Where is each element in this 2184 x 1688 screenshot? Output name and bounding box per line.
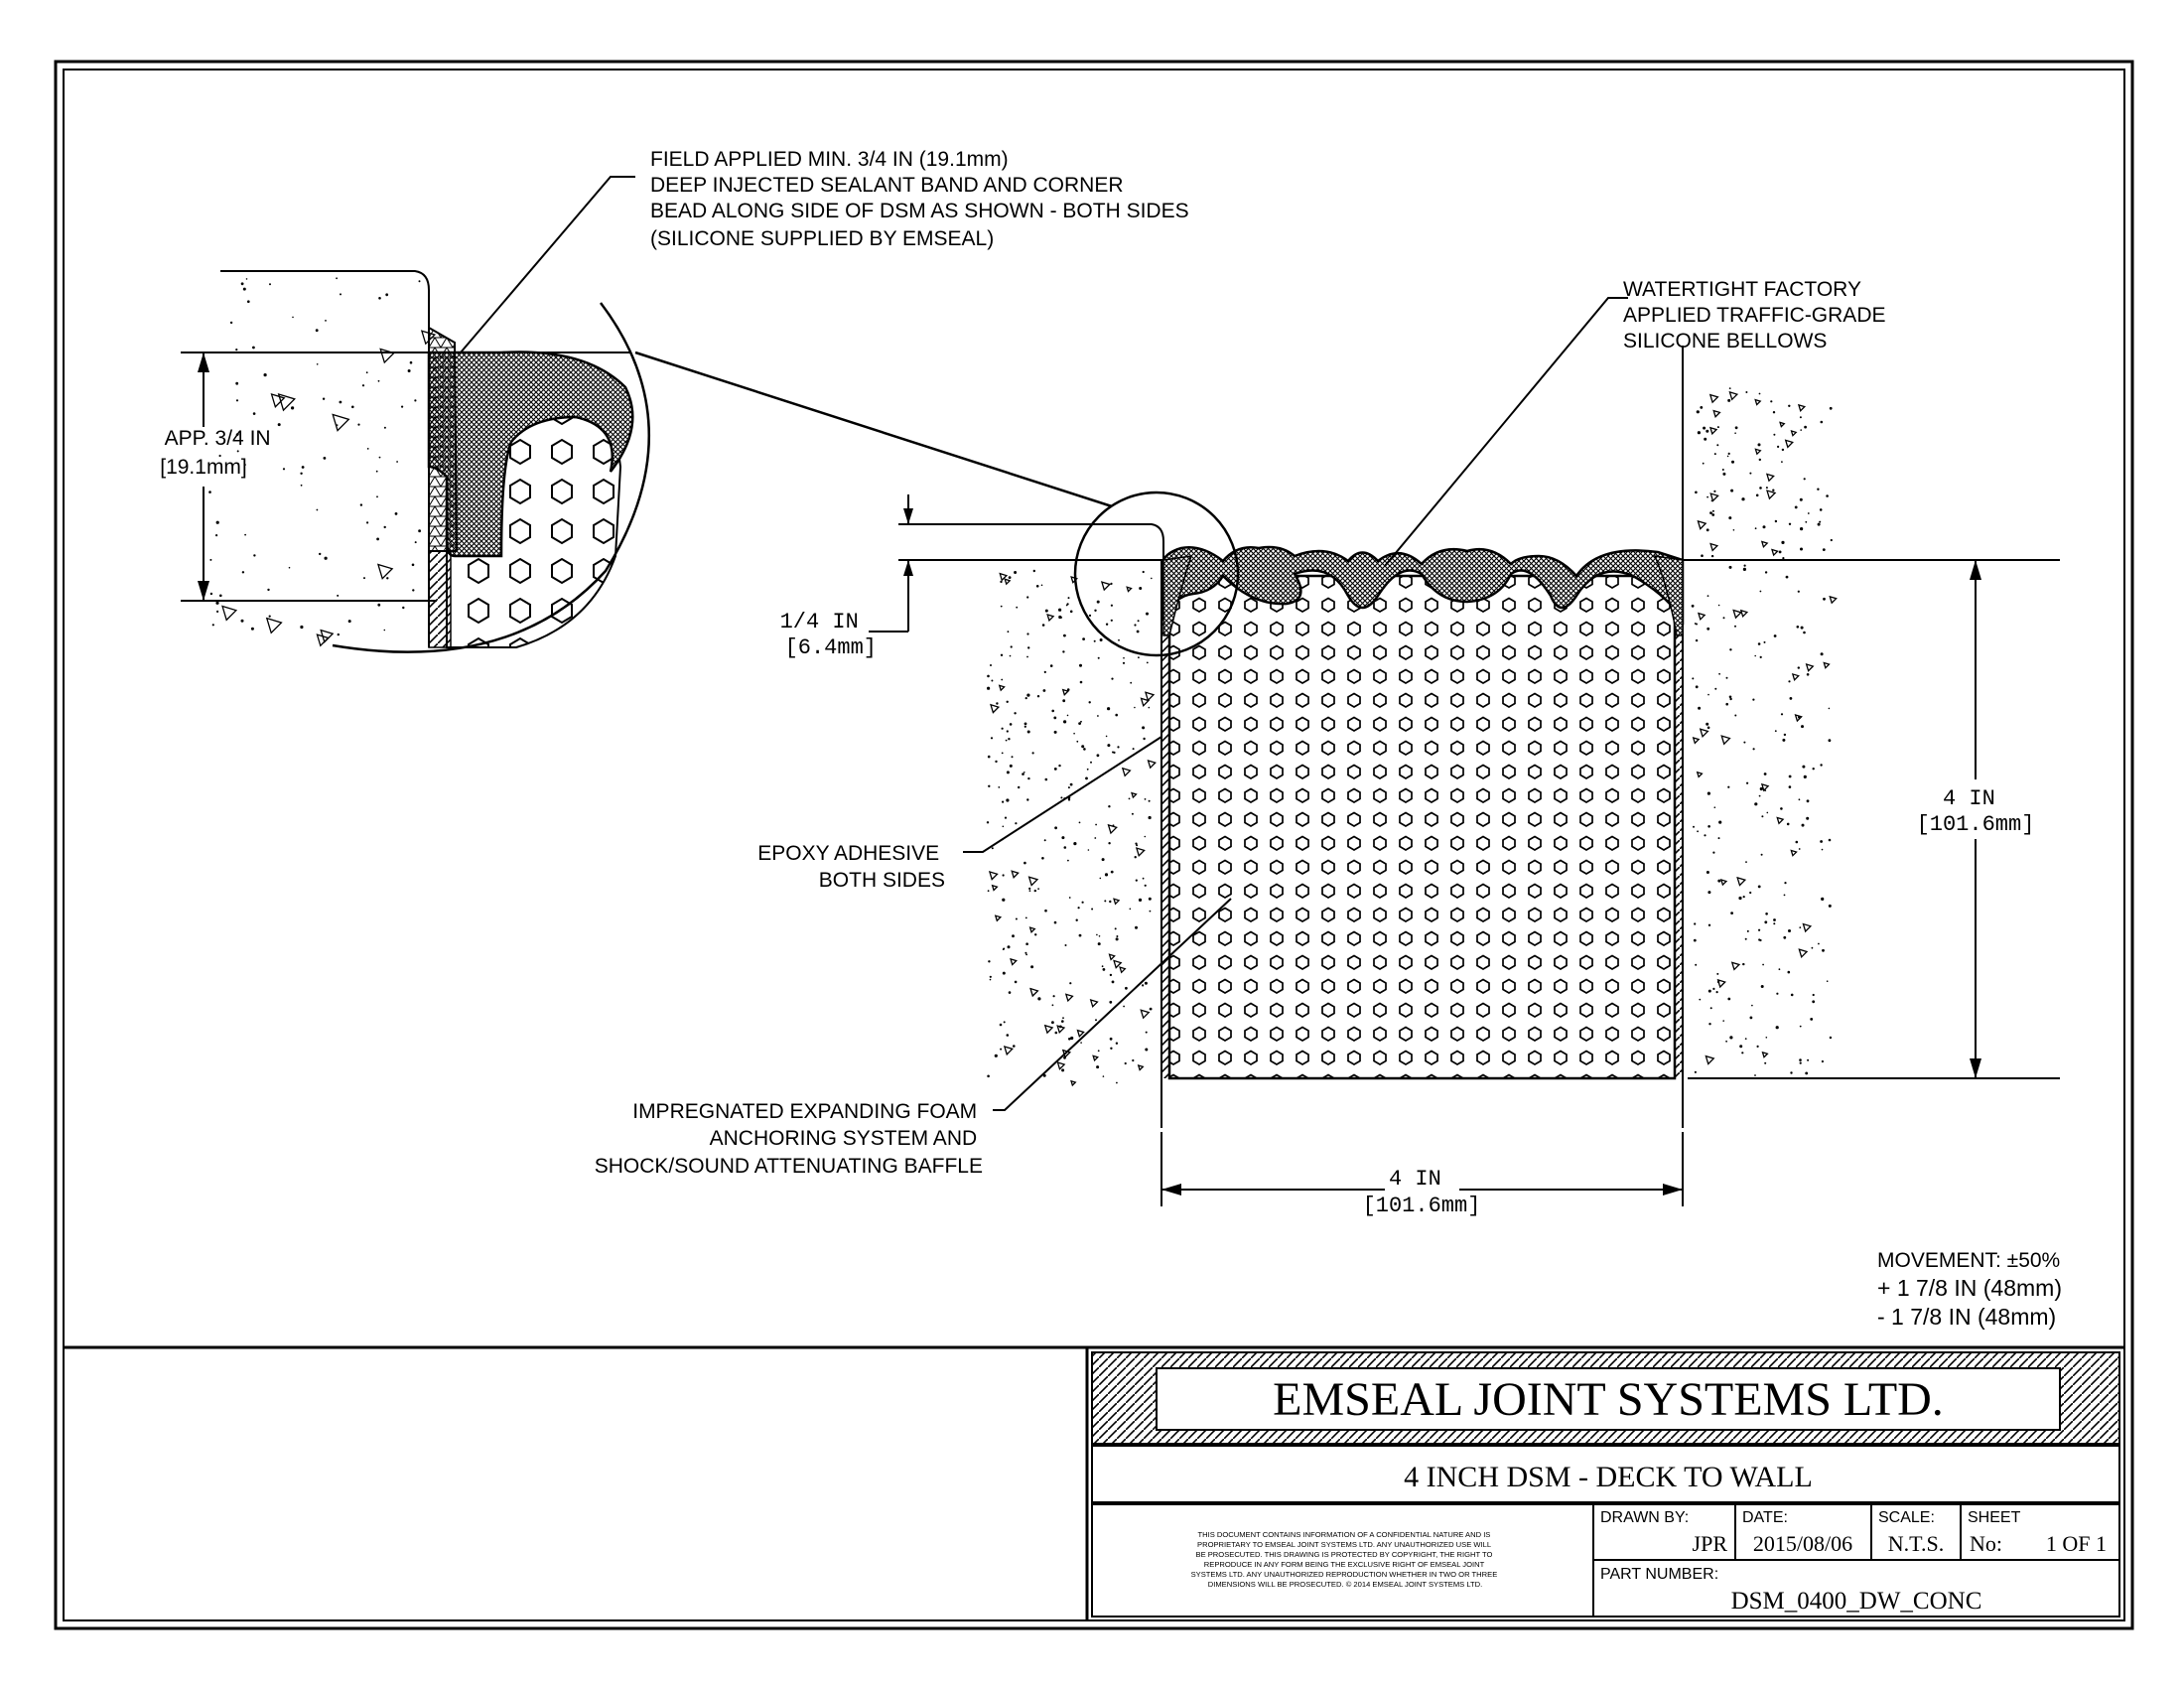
callout-epoxy: EPOXY ADHESIVE BOTH SIDES (757, 842, 945, 892)
enlarged-detail (181, 270, 650, 653)
movement-note: MOVEMENT: ±50% + 1 7/8 IN (48mm) - 1 7/8… (1877, 1249, 2068, 1330)
date-label: DATE: (1742, 1509, 1788, 1526)
part-number-value: DSM_0400_DW_CONC (1731, 1588, 1982, 1615)
company-name: EMSEAL JOINT SYSTEMS LTD. (1273, 1373, 1944, 1426)
dim-width: 4 IN [101.6mm] (1363, 1167, 1481, 1218)
drawn-by-value: JPR (1693, 1531, 1728, 1556)
foam-body (1167, 574, 1677, 1080)
sheet-border-inner (63, 69, 2125, 1621)
detail-circle (1073, 491, 1240, 657)
callout-sealant-band: FIELD APPLIED MIN. 3/4 IN (19.1mm) DEEP … (650, 148, 1194, 250)
silicone-bellows (1161, 545, 1685, 626)
scale-value: N.T.S. (1888, 1531, 1944, 1556)
sheet-label: SHEET (1968, 1509, 2021, 1526)
concrete-detail-stipple (208, 277, 437, 647)
callout-foam: IMPREGNATED EXPANDING FOAM ANCHORING SYS… (595, 1100, 983, 1178)
concrete-right-stipple (1691, 387, 1838, 1076)
drawn-by-label: DRAWN BY: (1600, 1509, 1689, 1526)
disclaimer: THIS DOCUMENT CONTAINS INFORMATION OF A … (1191, 1530, 1500, 1589)
concrete-left-stipple (986, 569, 1157, 1087)
part-number-label: PART NUMBER: (1600, 1566, 1718, 1583)
title-block: EMSEAL JOINT SYSTEMS LTD. 4 INCH DSM - D… (1091, 1351, 2120, 1618)
dim-height: 4 IN [101.6mm] (1917, 786, 2035, 837)
dim-recess: 1/4 IN [6.4mm] (780, 610, 877, 660)
scale-label: SCALE: (1878, 1509, 1935, 1526)
sheet-border-outer (54, 60, 2134, 1630)
sheet-no-value: 1 OF 1 (2046, 1531, 2107, 1556)
date-value: 2015/08/06 (1753, 1531, 1852, 1556)
main-section (454, 176, 2060, 1206)
sheet-no-label: No: (1970, 1531, 2002, 1556)
drawing-title: 4 INCH DSM - DECK TO WALL (1404, 1461, 1813, 1493)
callout-bellows: WATERTIGHT FACTORY APPLIED TRAFFIC-GRADE… (1623, 278, 1891, 352)
dim-detail-depth: APP. 3/4 IN [19.1mm] (160, 427, 276, 479)
